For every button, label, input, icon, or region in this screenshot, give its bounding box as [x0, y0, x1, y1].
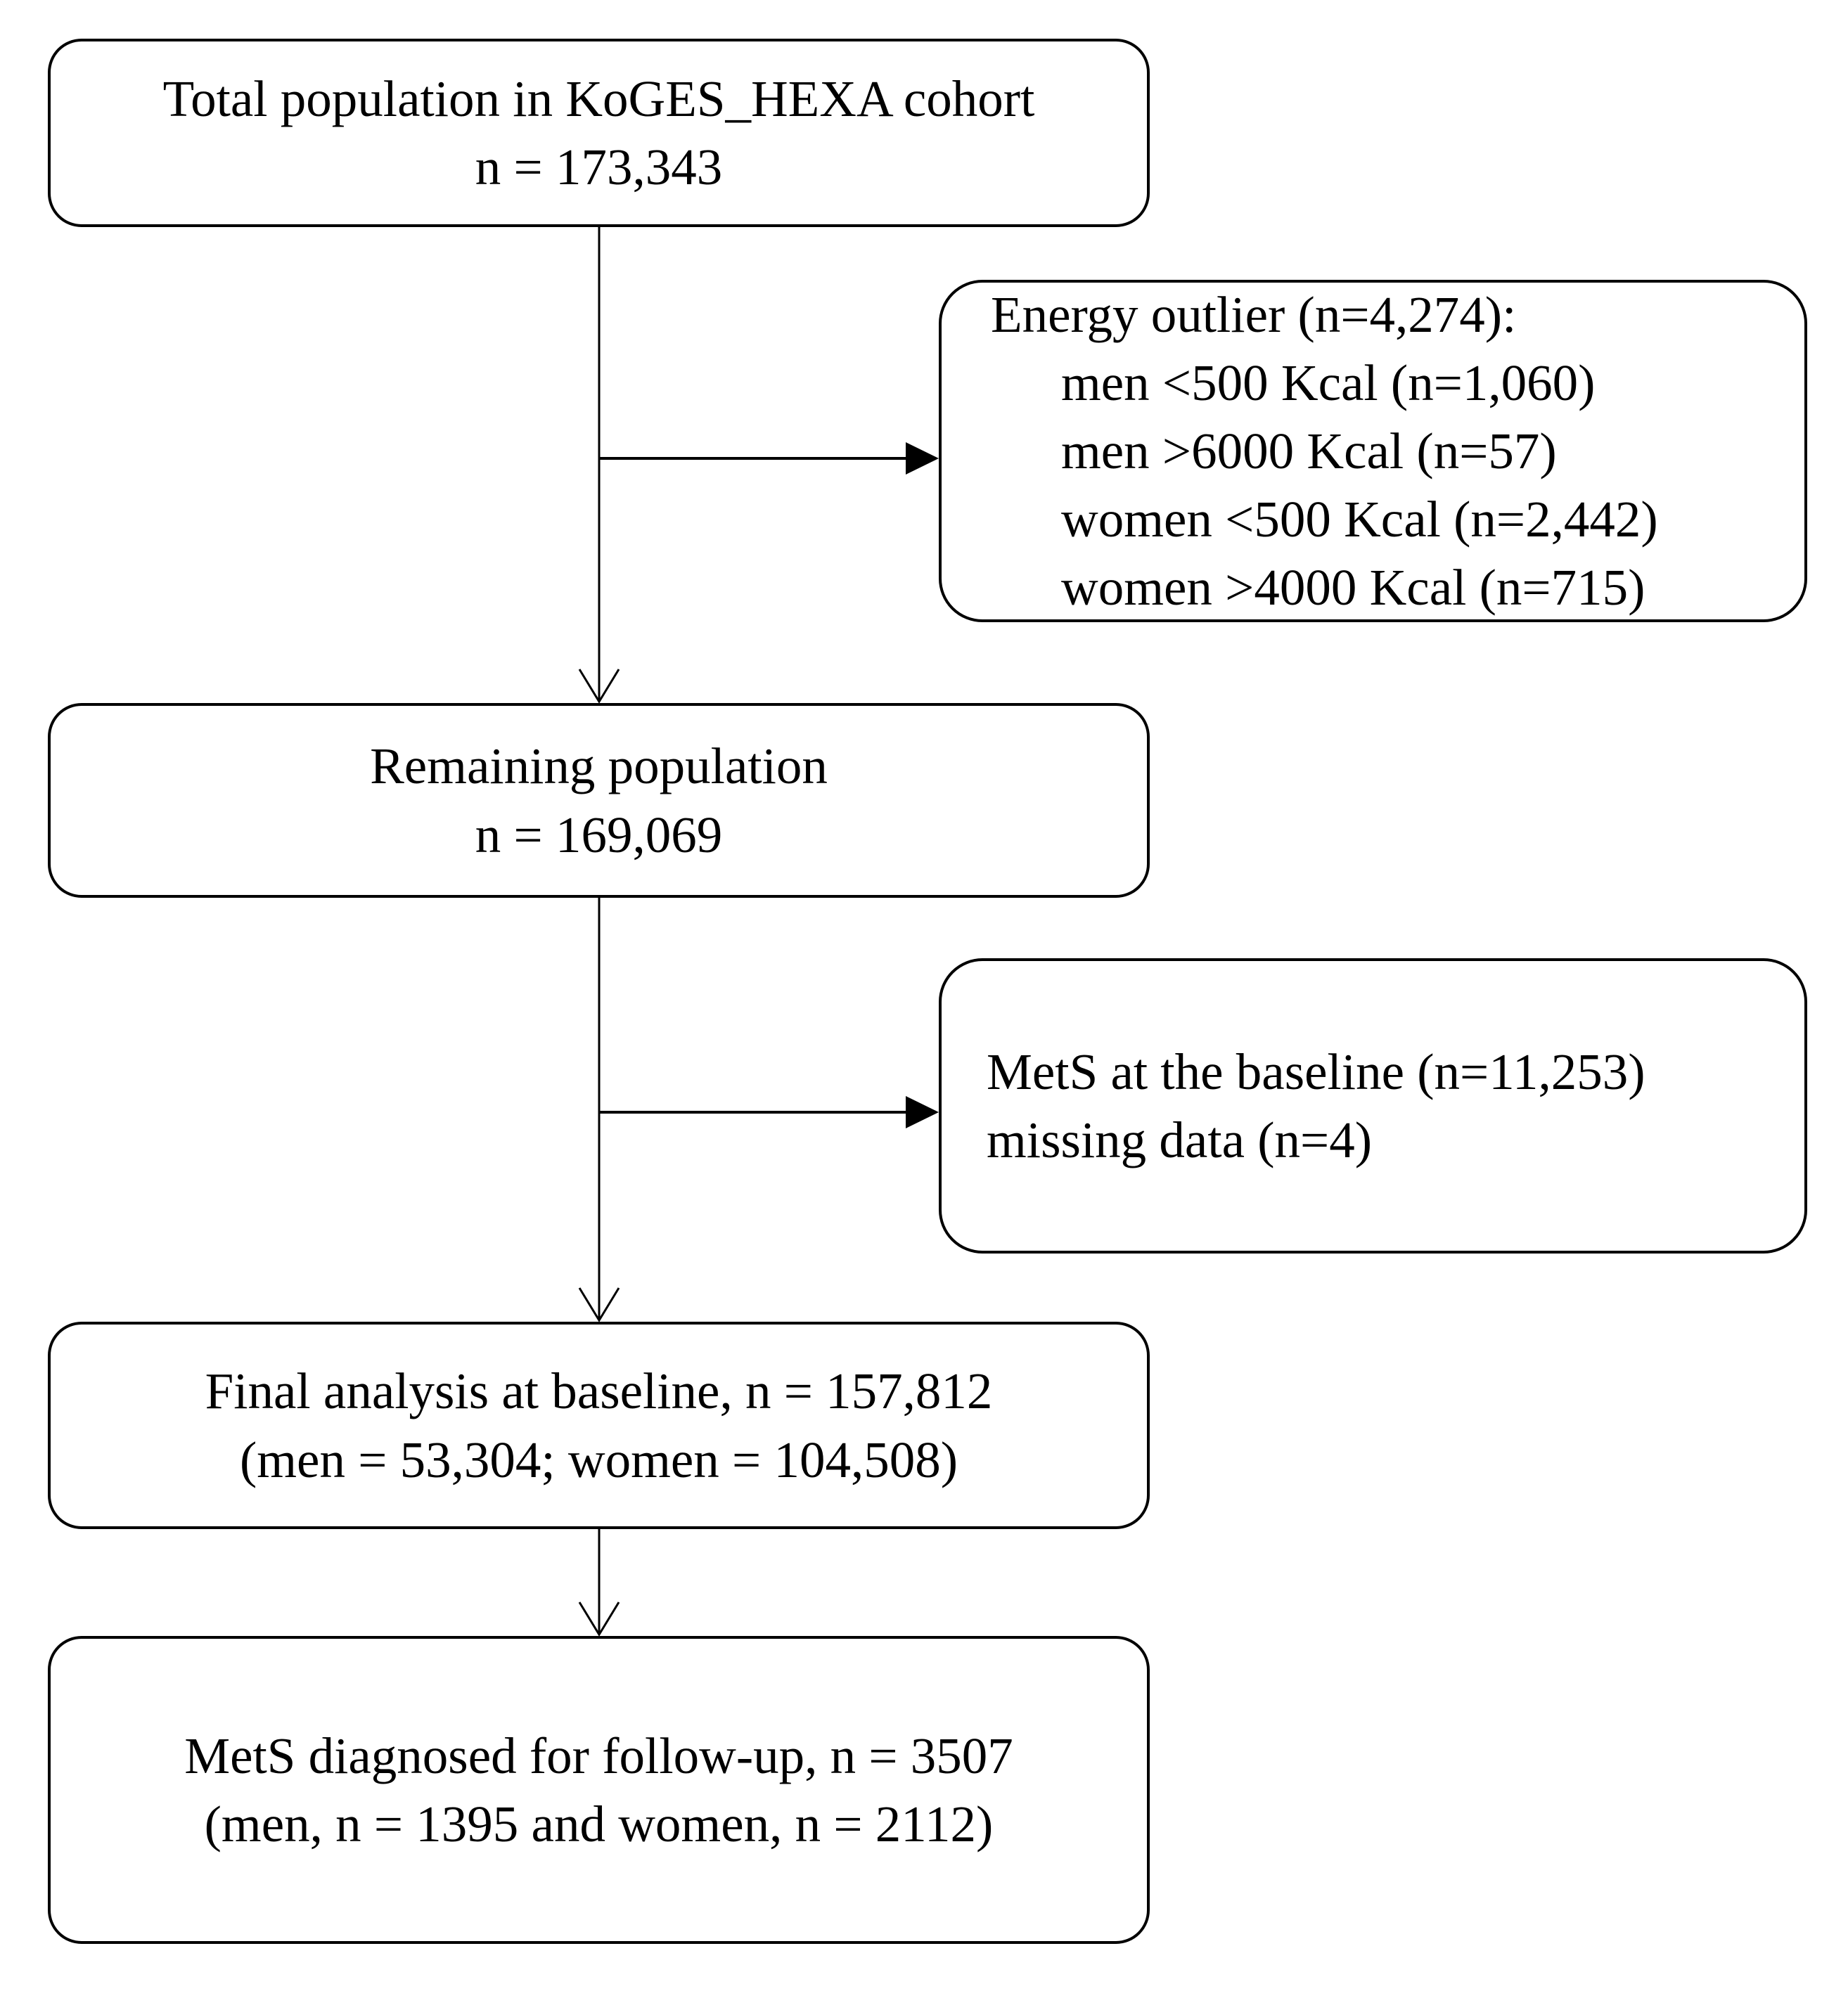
energy-outlier-item-men-high: men >6000 Kcal (n=57): [1061, 422, 1557, 479]
remaining-population-count: n = 169,069: [475, 806, 723, 863]
energy-outlier-title: Energy outlier (n=4,274):: [991, 285, 1517, 343]
final-analysis-title: Final analysis at baseline, n = 157,812: [205, 1362, 993, 1420]
missing-data-line: missing data (n=4): [987, 1112, 1373, 1168]
mets-followup-box: MetS diagnosed for follow-up, n = 3507 (…: [48, 1636, 1150, 1944]
arrow-total-to-remaining-head-icon: [578, 669, 620, 704]
mets-followup-title: MetS diagnosed for follow-up, n = 3507: [184, 1727, 1013, 1784]
final-analysis-breakdown: (men = 53,304; women = 104,508): [239, 1431, 958, 1488]
arrow-branch-energy-outlier-head-icon: [906, 442, 939, 475]
total-population-count: n = 173,343: [475, 138, 723, 195]
energy-outlier-item-women-high: women >4000 Kcal (n=715): [1061, 559, 1645, 617]
total-population-title: Total population in KoGES_HEXA cohort: [162, 70, 1035, 127]
energy-outlier-box: Energy outlier (n=4,274): men <500 Kcal …: [939, 280, 1807, 622]
energy-outlier-item-men-low: men <500 Kcal (n=1,060): [1061, 354, 1596, 411]
remaining-population-title: Remaining population: [370, 737, 828, 795]
arrow-branch-mets-baseline-head-icon: [906, 1096, 939, 1128]
energy-outlier-item-women-low: women <500 Kcal (n=2,442): [1061, 491, 1658, 548]
total-population-box: Total population in KoGES_HEXA cohort n …: [48, 39, 1150, 227]
arrow-remaining-to-final-head-icon: [578, 1287, 620, 1322]
final-analysis-box: Final analysis at baseline, n = 157,812 …: [48, 1322, 1150, 1529]
mets-baseline-exclusion-box: MetS at the baseline (n=11,253) missing …: [939, 958, 1807, 1254]
mets-baseline-exclusion-line: MetS at the baseline (n=11,253): [987, 1043, 1645, 1100]
remaining-population-box: Remaining population n = 169,069: [48, 703, 1150, 898]
arrow-final-to-followup-head-icon: [578, 1602, 620, 1637]
mets-followup-breakdown: (men, n = 1395 and women, n = 2112): [204, 1796, 994, 1853]
